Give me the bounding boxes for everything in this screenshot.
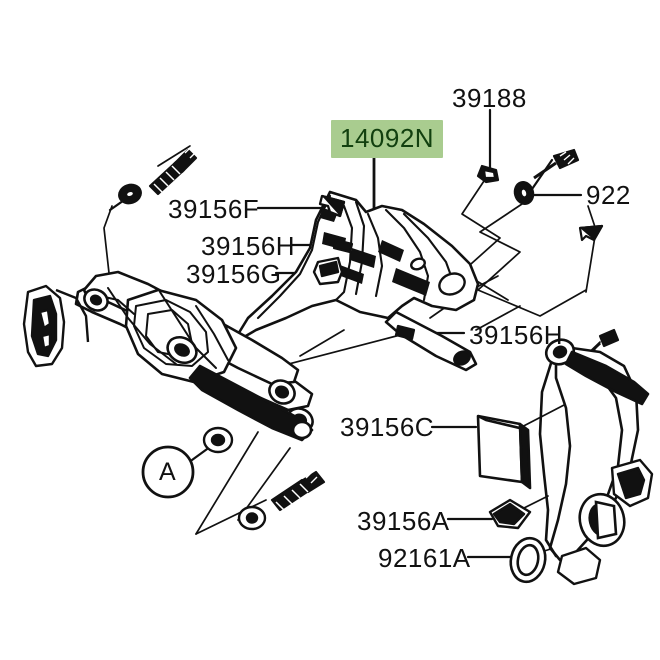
part-92161a [509, 536, 547, 584]
part-39156h-right-shape [394, 324, 416, 341]
washer-upper-left-hole [124, 189, 136, 199]
part-39156f [318, 194, 346, 218]
guide-bottom-left-a [195, 431, 259, 535]
bolt-bottom-center [270, 470, 326, 512]
hub-web-1 [107, 287, 177, 365]
bolt-upper-left-knurl [179, 141, 197, 159]
part-39156c-top [477, 414, 529, 432]
left-bracket-link [188, 364, 314, 442]
part-label-92161a[interactable]: 92161A [378, 543, 471, 573]
eye-mid-hole [174, 343, 190, 357]
tail-arm [384, 310, 478, 372]
bolt-bottom-knurl [305, 471, 318, 484]
mount-hole-1 [438, 272, 466, 296]
part-label-39188[interactable]: 39188 [452, 83, 527, 113]
link-arm [188, 364, 314, 442]
part-label-39156g[interactable]: 39156G [186, 259, 282, 289]
bolt-bottom-threads [275, 483, 309, 511]
bolt-bottom-thread [270, 478, 312, 512]
part-14092n-tail [384, 310, 478, 372]
part-label-39156h-right[interactable]: 39156H [469, 320, 564, 350]
part-39156g [312, 256, 344, 286]
link-arm-eye [291, 420, 313, 440]
hub-web-3 [195, 305, 229, 361]
washer-a-hole [210, 433, 226, 447]
shade-c [378, 240, 404, 262]
part-39156f-fill [321, 194, 346, 217]
part-39156h-right [394, 324, 416, 341]
washer-922-hole [519, 187, 529, 199]
bolt-top-right-shaft [533, 161, 557, 180]
part-label-39156c[interactable]: 39156C [340, 412, 435, 442]
eye-right-hole [274, 385, 290, 399]
right-tip-fill [616, 466, 646, 500]
shade-d [392, 268, 430, 296]
washer-upper-left [118, 183, 142, 205]
guide-mid-1 [299, 329, 345, 357]
right-bracket-foot [556, 546, 602, 586]
rib-1 [334, 204, 354, 302]
part-39156a-fill [492, 502, 526, 526]
guide-mid-4 [475, 305, 521, 331]
arrow-flag-right [578, 224, 604, 242]
part-label-39156a[interactable]: 39156A [357, 506, 450, 536]
part-39156c [476, 414, 532, 490]
guide-922-path [477, 199, 587, 317]
right-boss-slot [594, 500, 618, 540]
part-14092n-holes [410, 257, 466, 296]
part-39156h-upper-shape [332, 238, 354, 254]
assembly-guide-lines [103, 145, 601, 557]
arrow-flag-right-fill [579, 224, 604, 241]
far-left-edge [55, 288, 90, 343]
right-bracket-inner-edge [538, 358, 558, 558]
part-label-39156f[interactable]: 39156F [168, 194, 260, 224]
right-eye-hole [552, 345, 568, 359]
hub-web-2 [159, 291, 217, 369]
part-39188-hole [482, 168, 497, 180]
bolt-upper-left [148, 141, 198, 196]
right-bracket-arm [564, 350, 650, 406]
far-left-piece [22, 284, 90, 368]
mount-hole-2 [410, 257, 426, 271]
part-922-washer [513, 181, 535, 205]
washer-bottom-center [237, 505, 267, 531]
callout-a-circle [141, 445, 195, 499]
eye-left-hole [89, 294, 103, 306]
hub-inner-1 [133, 299, 209, 367]
right-foot-shape [556, 546, 602, 586]
bolt-top-right [533, 148, 580, 180]
part-14092n-shading [320, 208, 430, 296]
leader-bolt-right [528, 158, 554, 194]
tail-hole [453, 350, 471, 366]
part-label-39156h-upper[interactable]: 39156H [201, 231, 296, 261]
part-39156h-upper [332, 238, 354, 254]
guide-bottom-left-b [195, 499, 267, 535]
bolt-right-lower-head [598, 328, 620, 348]
part-39156c-edge [518, 422, 532, 490]
part-39156a [488, 498, 532, 530]
washer-bottom-hole [245, 512, 259, 524]
part-label-922[interactable]: 922 [586, 180, 631, 210]
right-bracket-lower-boss [578, 492, 626, 548]
part-39188 [476, 164, 500, 184]
right-arm [564, 350, 650, 406]
bolt-upper-left-threads [153, 165, 181, 193]
edge-left [256, 194, 332, 320]
callout-label-a[interactable]: A [159, 458, 176, 486]
guide-bolt-upper-left [157, 145, 191, 167]
shade-b [350, 248, 376, 268]
washer-callout-a [202, 426, 234, 454]
bolt-top-right-knurl [559, 151, 575, 165]
callout-a-ring [141, 445, 195, 499]
part-14092n-outline [230, 190, 480, 346]
part-14092n-body [230, 190, 480, 346]
right-bracket-top-eye [544, 338, 576, 366]
far-left-hole2 [40, 332, 52, 350]
part-label-14092n-highlighted[interactable]: 14092N [331, 120, 444, 158]
part-39156g-fill [318, 260, 340, 278]
far-left-hole1 [38, 308, 52, 330]
part-92161a-inner [516, 543, 540, 577]
right-bracket-tip [610, 458, 654, 508]
